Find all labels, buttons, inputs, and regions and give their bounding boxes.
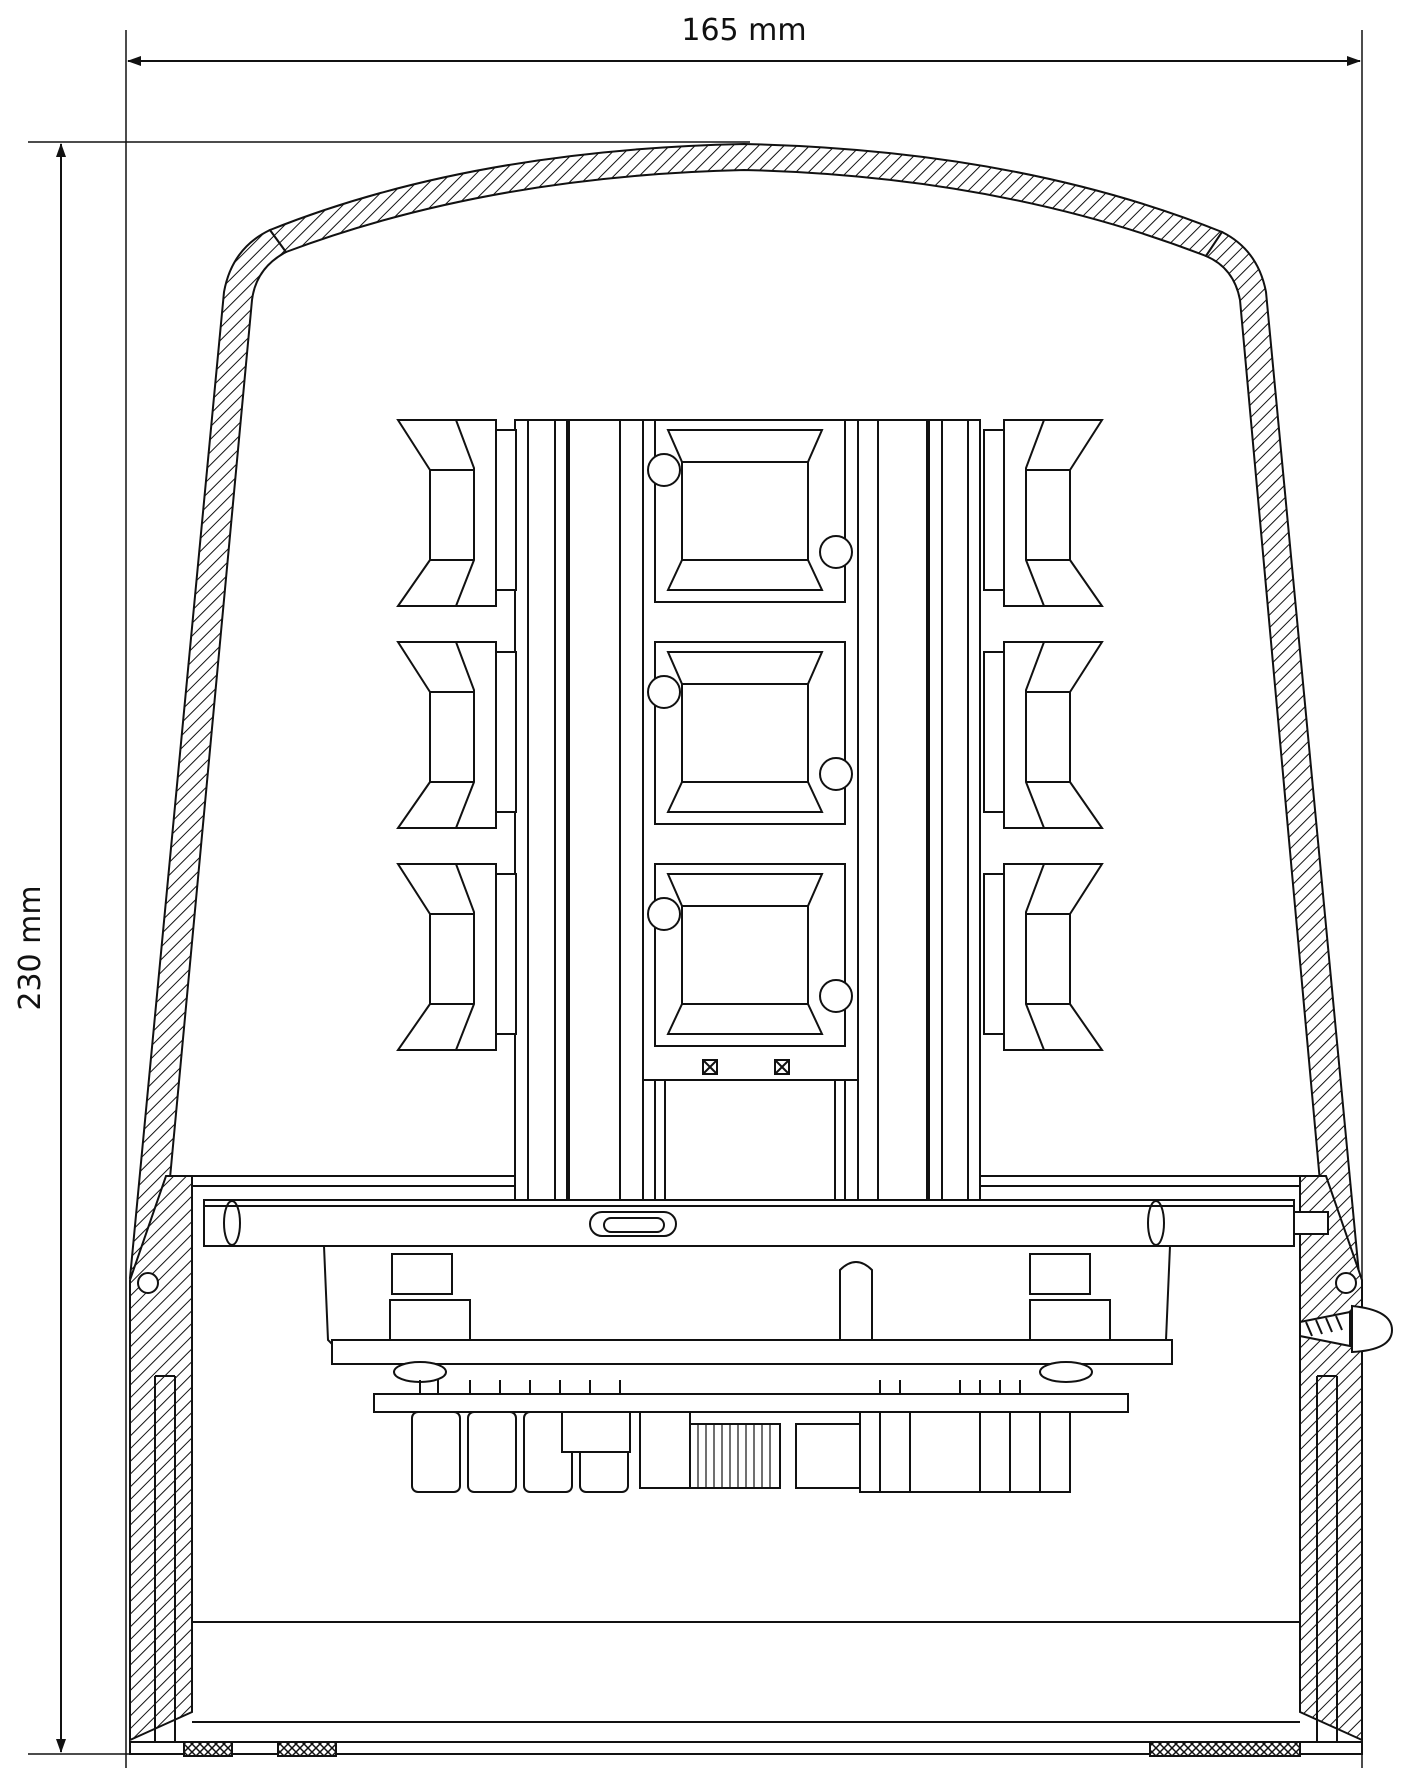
led-module-side xyxy=(396,641,517,829)
led-module-side xyxy=(983,641,1104,829)
led-module-side xyxy=(396,419,517,607)
width-label: 165 mm xyxy=(681,13,806,48)
height-label: 230 mm xyxy=(13,885,48,1010)
led-module-side xyxy=(396,863,517,1051)
led-modules-left xyxy=(396,419,517,1051)
electronics-pcb xyxy=(373,1380,1129,1493)
dome-shell xyxy=(128,142,1362,1294)
base-housing xyxy=(129,1175,1394,1757)
mounting-bar xyxy=(203,1199,1329,1247)
led-module xyxy=(647,641,853,825)
led-module-side xyxy=(983,863,1104,1051)
led-module xyxy=(647,863,853,1047)
led-module xyxy=(647,419,853,603)
led-module-side xyxy=(983,419,1104,607)
led-modules-right xyxy=(983,419,1104,1051)
led-modules-center xyxy=(647,419,853,1047)
mounting-plate xyxy=(322,1245,1173,1383)
